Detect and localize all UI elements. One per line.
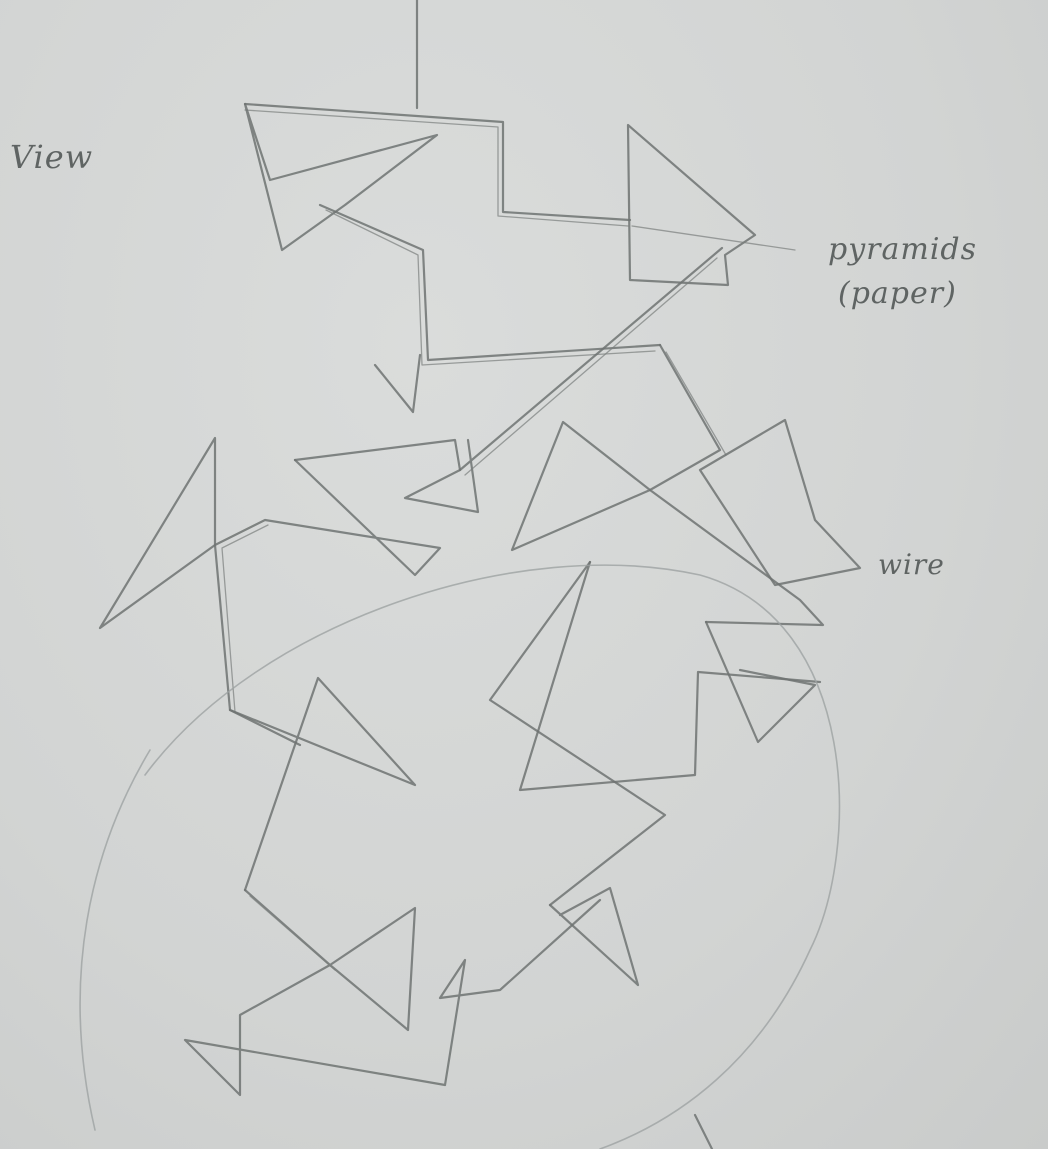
wire-right (648, 343, 825, 627)
stray-line-bottom (693, 1113, 714, 1149)
label-wire: wire (878, 548, 945, 581)
pyramid-center (510, 420, 652, 552)
wire-bottom-double (249, 895, 336, 971)
wire-left-2 (213, 458, 442, 747)
pyramid-lower-left (228, 676, 417, 892)
wire-left-double (221, 524, 269, 713)
pyramid-top-right (626, 123, 757, 287)
top-wire (243, 102, 632, 222)
top-wire-double (244, 109, 629, 227)
wire-diagonal-double (464, 257, 718, 476)
pyramid-top-right-inner (631, 225, 796, 251)
wire-segment-a (318, 203, 662, 362)
pyramid-right-small (704, 620, 817, 744)
label-pyramids: pyramids (828, 232, 978, 267)
pyramid-top-left (243, 102, 439, 252)
view-circle-outline-left (79, 749, 151, 1131)
pyramid-bottom-right (548, 886, 640, 987)
view-circle-outline (144, 564, 841, 1149)
wire-segment-a-double (325, 209, 656, 366)
pyramid-right (698, 418, 862, 587)
pyramid-lower-mid-b (488, 560, 667, 907)
label-view: View (10, 138, 94, 176)
wire-bottom (183, 888, 602, 1097)
pyramid-lower-mid (518, 560, 822, 792)
wire-right-double (665, 351, 727, 456)
pyramid-small-mid (373, 353, 422, 414)
wire-diagonal (403, 246, 724, 514)
wire-left (293, 438, 462, 472)
label-paper: (paper) (838, 276, 957, 311)
pyramid-far-left (98, 436, 217, 630)
